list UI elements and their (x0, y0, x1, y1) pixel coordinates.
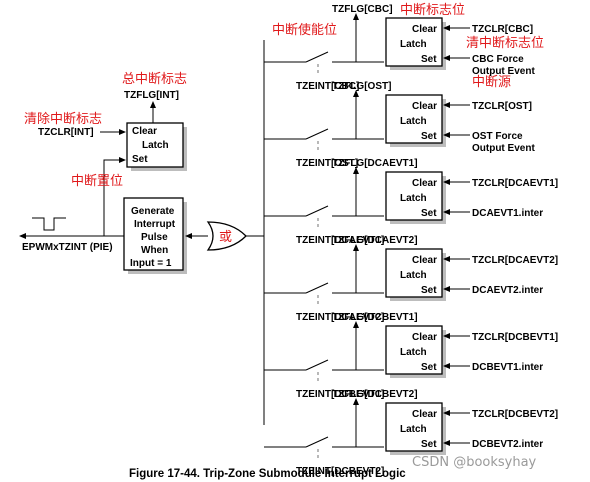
trip-row: TZEINT[DCAEVT1] TZFLG[DCAEVT1] ClearLatchS… (264, 158, 558, 246)
annot-enable-bit: 中断使能位 (272, 22, 337, 38)
flag-label: TZFLG[DCBEVT1] (332, 312, 418, 323)
row-latch-box (385, 402, 443, 452)
gen-line-5: Input = 1 (130, 258, 172, 269)
clr-label: TZCLR[DCAEVT2] (472, 255, 558, 266)
annot-set-flag: 中断置位 (71, 174, 123, 189)
row-latch-box (385, 94, 443, 144)
row-latch-box (385, 17, 443, 67)
flag-label: TZFLG[DCAEVT1] (332, 158, 418, 169)
annot-global-flag: 总中断标志 (122, 72, 187, 87)
row-latch-box (385, 248, 443, 298)
enable-label: TZEINT[DCAEVT2] (296, 312, 384, 323)
latch-set: Set (421, 439, 437, 450)
source-label: DCAEVT1.inter (472, 208, 543, 219)
clr-label: TZCLR[CBC] (472, 24, 533, 35)
trip-row: TZEINT[DCBEVT2] TZFLG[DCBEVT2] ClearLatchS… (264, 389, 558, 477)
clr-label: TZCLR[DCAEVT1] (472, 178, 558, 189)
enable-label: TZEINT[CBC] (296, 81, 359, 92)
main-clr-label: TZCLR[INT] (38, 127, 94, 138)
annot-flag-bit: 中断标志位 (400, 3, 465, 18)
latch-latch: Latch (400, 116, 427, 127)
pulse-generator-box (123, 197, 184, 271)
main-latch-clear: Clear (132, 126, 157, 137)
trip-row: TZEINT[DCBEVT1] TZFLG[DCBEVT1] ClearLatchS… (264, 312, 558, 400)
latch-set: Set (421, 208, 437, 219)
gen-line-3: Pulse (141, 232, 168, 243)
enable-label: TZEINT[DCBEVT2] (296, 466, 384, 477)
enable-switch (305, 282, 329, 294)
enable-switch (305, 205, 329, 217)
main-latch-latch: Latch (142, 140, 169, 151)
latch-set: Set (421, 131, 437, 142)
latch-latch: Latch (400, 347, 427, 358)
clr-label: TZCLR[DCBEVT2] (472, 409, 558, 420)
flag-label: TZFLG[DCBEVT2] (332, 389, 418, 400)
flag-label: TZFLG[DCAEVT2] (332, 235, 418, 246)
gen-line-1: Generate (131, 206, 175, 217)
annot-clear-flag: 清除中断标志 (24, 112, 102, 127)
annot-or-gate: 或 (219, 230, 232, 245)
figure-caption: Figure 17-44. Trip-Zone Submodule Interr… (129, 468, 406, 480)
latch-clear: Clear (412, 255, 437, 266)
pie-output-label: EPWMxTZINT (PIE) (22, 242, 113, 253)
gen-line-4: When (141, 245, 168, 256)
gen-line-2: Interrupt (134, 219, 176, 230)
source-label: DCBEVT1.inter (472, 362, 543, 373)
row-latch-box (385, 325, 443, 375)
latch-clear: Clear (412, 178, 437, 189)
latch-latch: Latch (400, 270, 427, 281)
source-label: Output Event (472, 66, 535, 77)
source-label: CBC Force (472, 54, 524, 65)
enable-switch (305, 51, 329, 63)
latch-clear: Clear (412, 409, 437, 420)
annot-source: 中断源 (472, 75, 511, 90)
clr-label: TZCLR[DCBEVT1] (472, 332, 558, 343)
latch-latch: Latch (400, 424, 427, 435)
enable-switch (305, 436, 329, 448)
main-latch-box (126, 122, 184, 168)
enable-switch (305, 359, 329, 371)
source-label: DCBEVT2.inter (472, 439, 543, 450)
enable-label: TZEINT[OST] (296, 158, 358, 169)
enable-label: TZEINT[DCAEVT1] (296, 235, 384, 246)
enable-switch (305, 128, 329, 140)
row-latch-box (385, 171, 443, 221)
source-label: DCAEVT2.inter (472, 285, 543, 296)
source-label: Output Event (472, 143, 535, 154)
trip-row: TZEINT[DCAEVT2] TZFLG[DCAEVT2] ClearLatchS… (264, 235, 558, 323)
latch-latch: Latch (400, 39, 427, 50)
clr-label: TZCLR[OST] (472, 101, 532, 112)
enable-label: TZEINT[DCBEVT1] (296, 389, 384, 400)
latch-clear: Clear (412, 24, 437, 35)
latch-set: Set (421, 54, 437, 65)
latch-set: Set (421, 285, 437, 296)
source-label: OST Force (472, 131, 523, 142)
latch-clear: Clear (412, 101, 437, 112)
main-flag-label: TZFLG[INT] (124, 90, 179, 101)
pulse-symbol (32, 217, 66, 231)
flag-label: TZFLG[OST] (332, 81, 391, 92)
latch-latch: Latch (400, 193, 427, 204)
latch-clear: Clear (412, 332, 437, 343)
flag-label: TZFLG[CBC] (332, 4, 393, 15)
watermark: CSDN @booksyhay (412, 455, 537, 470)
latch-set: Set (421, 362, 437, 373)
or-gate (206, 221, 247, 251)
main-latch-set: Set (132, 154, 148, 165)
annot-clear-flag-bit: 清中断标志位 (466, 36, 544, 51)
